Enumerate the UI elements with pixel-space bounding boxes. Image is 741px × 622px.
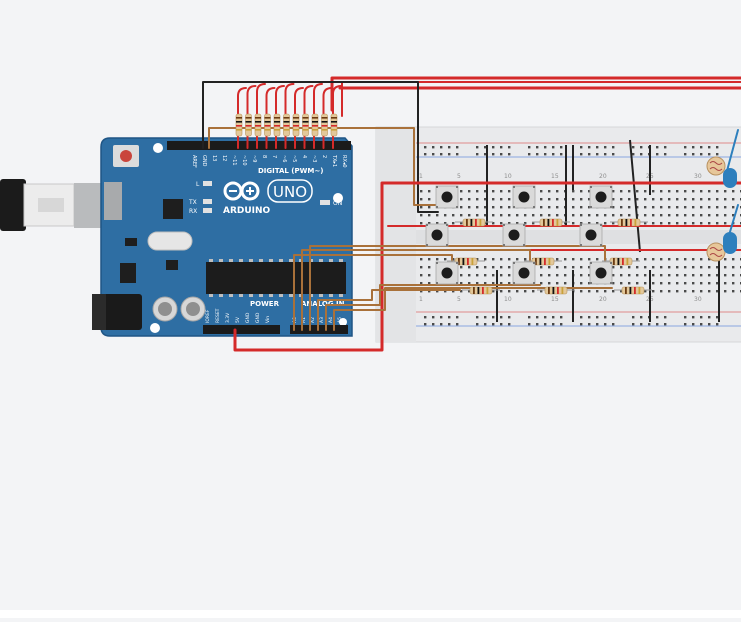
column-number: 20 — [599, 173, 607, 180]
column-number: 15 — [551, 173, 559, 180]
push-button[interactable] — [589, 261, 613, 285]
column-number: 10 — [504, 296, 512, 303]
digital-pin-label: 12 — [221, 155, 227, 161]
bottom-strip — [0, 610, 741, 618]
digital-pin-label: 13 — [211, 155, 217, 161]
arduino-board[interactable]: L TX RX ON ARDUINO UNO DIGITAL (PWM~) PO… — [92, 137, 353, 337]
column-number: 5 — [457, 173, 461, 180]
column-number: 1 — [419, 173, 423, 180]
digital-pin-label: AREF — [191, 155, 197, 168]
column-number: 30 — [694, 296, 702, 303]
atmega-chip — [206, 262, 346, 294]
analog-pin-label: A4 — [328, 317, 334, 323]
led-blue-top-icon — [723, 168, 737, 188]
digital-pin-label: 8 — [261, 155, 267, 158]
power-pin-label: GND — [255, 312, 261, 323]
breadboard-resistors — [447, 218, 652, 295]
column-number: 15 — [551, 296, 559, 303]
header-resistors — [235, 113, 338, 137]
power-header-label: POWER — [250, 300, 280, 308]
column-number: 10 — [504, 173, 512, 180]
push-button[interactable] — [579, 223, 603, 247]
led-tx-label: TX — [188, 199, 197, 206]
analog-pin-label: A3 — [319, 317, 325, 323]
push-button[interactable] — [425, 223, 449, 247]
analog-pin-label: A5 — [337, 317, 343, 323]
led-on-label: ON — [333, 200, 342, 207]
digital-header[interactable] — [167, 141, 351, 150]
digital-pin-label: RX◂0 — [341, 155, 347, 168]
column-number: 1 — [419, 296, 423, 303]
led-rx-label: RX — [189, 208, 197, 215]
digital-pin-label: ~11 — [231, 155, 237, 166]
digital-pin-label: 2 — [321, 155, 327, 158]
digital-pin-label: ~5 — [291, 155, 297, 162]
digital-pin-label: GND — [201, 155, 207, 167]
digital-pin-label: 7 — [271, 155, 277, 158]
power-pin-label: 5V — [235, 316, 241, 323]
column-number: 30 — [694, 173, 702, 180]
photoresistor-top — [706, 156, 726, 176]
analog-pin-label: A2 — [310, 317, 316, 323]
photoresistor-bottom — [706, 242, 726, 262]
power-pin-label: Vin — [265, 316, 271, 323]
wires — [202, 76, 741, 352]
led-l-label: L — [196, 181, 200, 188]
digital-pin-label: ~10 — [241, 155, 247, 166]
push-button[interactable] — [512, 185, 536, 209]
push-button[interactable] — [435, 261, 459, 285]
column-number: 20 — [599, 296, 607, 303]
digital-pin-label: ~3 — [311, 155, 317, 162]
usb-cable — [0, 179, 106, 231]
power-pin-label: 3.3V — [225, 312, 231, 323]
column-number: 5 — [457, 296, 461, 303]
arduino-logo-icon — [223, 181, 260, 201]
brand-label: ARDUINO — [223, 206, 271, 216]
power-pin-label: IOREF — [205, 309, 211, 323]
crystal-oscillator — [147, 231, 193, 251]
push-button[interactable] — [435, 185, 459, 209]
push-button[interactable] — [512, 261, 536, 285]
digital-header-label: DIGITAL (PWM~) — [258, 167, 323, 175]
digital-pin-label: TX▸1 — [331, 154, 337, 167]
model-label: UNO — [273, 183, 307, 201]
digital-pin-label: ~9 — [251, 155, 257, 162]
push-button[interactable] — [589, 185, 613, 209]
push-buttons[interactable] — [425, 185, 613, 285]
power-header[interactable] — [203, 325, 280, 334]
power-pin-label: RESET — [215, 308, 221, 323]
analog-pin-label: A1 — [301, 317, 307, 323]
digital-pin-label: ~6 — [281, 155, 287, 162]
push-button[interactable] — [502, 223, 526, 247]
led-blue-bottom-icon — [723, 232, 737, 254]
power-pin-label: GND — [245, 312, 251, 323]
digital-pin-label: 4 — [301, 155, 307, 158]
analog-header-label: ANALOG IN — [301, 300, 345, 308]
